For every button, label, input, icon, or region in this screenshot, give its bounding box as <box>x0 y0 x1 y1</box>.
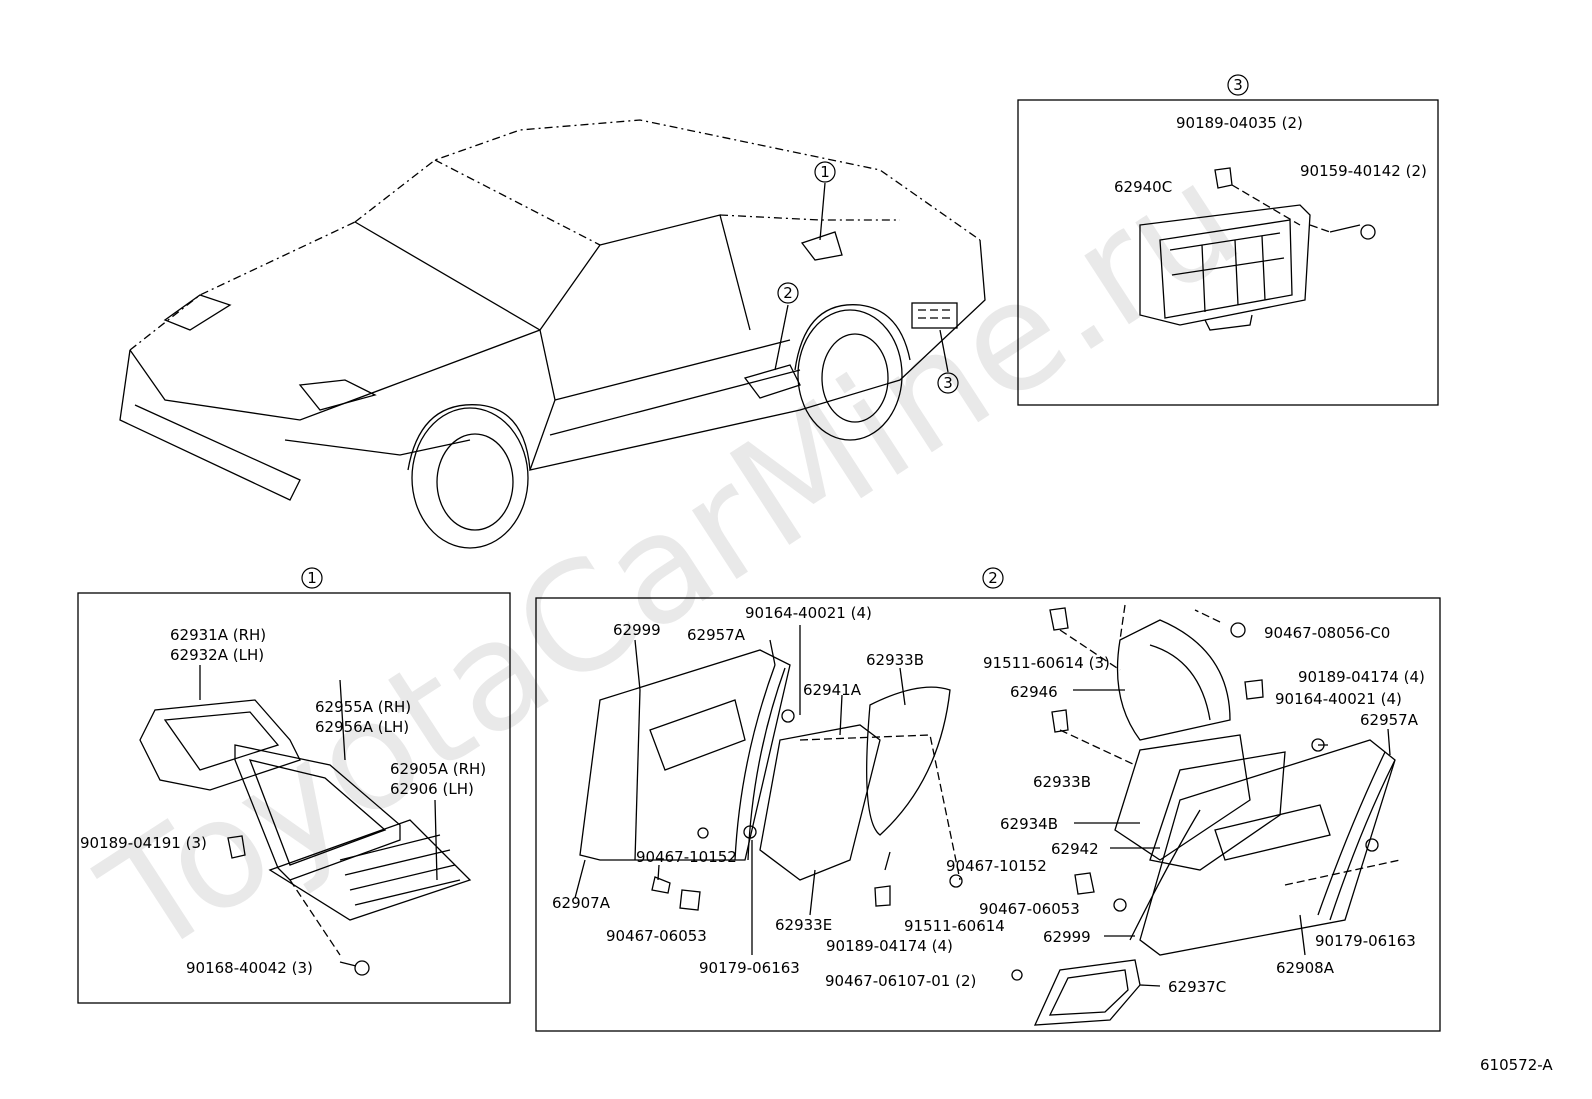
svg-text:3: 3 <box>943 374 953 392</box>
label-90159-40142: 90159-40142 (2) <box>1300 162 1427 180</box>
label-90467-06053-right: 90467-06053 <box>979 900 1080 918</box>
svg-text:1: 1 <box>820 163 830 181</box>
label-62932A: 62932A (LH) <box>170 646 264 664</box>
label-90467-06053-left: 90467-06053 <box>606 927 707 945</box>
label-62931A: 62931A (RH) <box>170 626 266 644</box>
label-62999-left: 62999 <box>613 621 661 639</box>
detail-callout-1: 1 <box>301 567 323 589</box>
label-62941A: 62941A <box>803 681 862 699</box>
label-62956A: 62956A (LH) <box>315 718 409 736</box>
box1-labels: 62931A (RH) 62932A (LH) 62955A (RH) 6295… <box>80 626 486 977</box>
label-62957A-right: 62957A <box>1360 711 1419 729</box>
label-62942: 62942 <box>1051 840 1099 858</box>
label-62957A-left: 62957A <box>687 626 746 644</box>
label-62905A: 62905A (RH) <box>390 760 486 778</box>
box1-parts <box>139 665 472 976</box>
label-90189-04174-left: 90189-04174 (4) <box>826 937 953 955</box>
label-90164-40021-left: 90164-40021 (4) <box>745 604 872 622</box>
label-62999-right: 62999 <box>1043 928 1091 946</box>
svg-text:3: 3 <box>1233 76 1243 94</box>
label-62940C: 62940C <box>1114 178 1172 196</box>
label-90168-40042: 90168-40042 (3) <box>186 959 313 977</box>
detail-box-1 <box>77 592 511 1004</box>
label-90189-04035: 90189-04035 (2) <box>1176 114 1303 132</box>
car-callout-1: 1 <box>814 161 836 183</box>
label-62908A: 62908A <box>1276 959 1335 977</box>
label-62907A: 62907A <box>552 894 611 912</box>
car-callout-2: 2 <box>777 282 799 304</box>
label-91511-60614-right: 91511-60614 (3) <box>983 654 1110 672</box>
drawing-number: 610572-A <box>1480 1056 1553 1074</box>
label-90164-40021-right: 90164-40021 (4) <box>1275 690 1402 708</box>
svg-text:2: 2 <box>783 284 793 302</box>
box2-labels: 62999 62957A 90164-40021 (4) 62941A 6293… <box>552 604 1425 996</box>
car-overview <box>119 119 986 549</box>
label-90179-06163-right: 90179-06163 <box>1315 932 1416 950</box>
box3-parts <box>1139 167 1376 331</box>
label-90467-06107-01: 90467-06107-01 (2) <box>825 972 976 990</box>
label-62934B: 62934B <box>1000 815 1058 833</box>
detail-callout-3: 3 <box>1227 74 1249 96</box>
label-90467-08056-C0: 90467-08056-C0 <box>1264 624 1390 642</box>
car-callout-3: 3 <box>937 372 959 394</box>
detail-callout-2: 2 <box>982 567 1004 589</box>
svg-text:2: 2 <box>988 569 998 587</box>
svg-text:1: 1 <box>307 569 317 587</box>
label-62946: 62946 <box>1010 683 1058 701</box>
label-62906: 62906 (LH) <box>390 780 474 798</box>
label-62933E: 62933E <box>775 916 832 934</box>
label-62933B-left: 62933B <box>866 651 924 669</box>
detail-box-2 <box>535 597 1441 1032</box>
label-91511-60614-mid: 91511-60614 <box>904 917 1005 935</box>
label-90467-10152-mid: 90467-10152 <box>946 857 1047 875</box>
label-62937C: 62937C <box>1168 978 1226 996</box>
label-62955A: 62955A (RH) <box>315 698 411 716</box>
label-90189-04174-right: 90189-04174 (4) <box>1298 668 1425 686</box>
label-62933B-right: 62933B <box>1033 773 1091 791</box>
box2-parts <box>574 604 1401 1026</box>
label-90467-10152-left: 90467-10152 <box>636 848 737 866</box>
label-90179-06163-left: 90179-06163 <box>699 959 800 977</box>
label-90189-04191: 90189-04191 (3) <box>80 834 207 852</box>
detail-box-3 <box>1017 99 1439 406</box>
box3-labels: 90189-04035 (2) 90159-40142 (2) 62940C <box>1114 114 1427 196</box>
